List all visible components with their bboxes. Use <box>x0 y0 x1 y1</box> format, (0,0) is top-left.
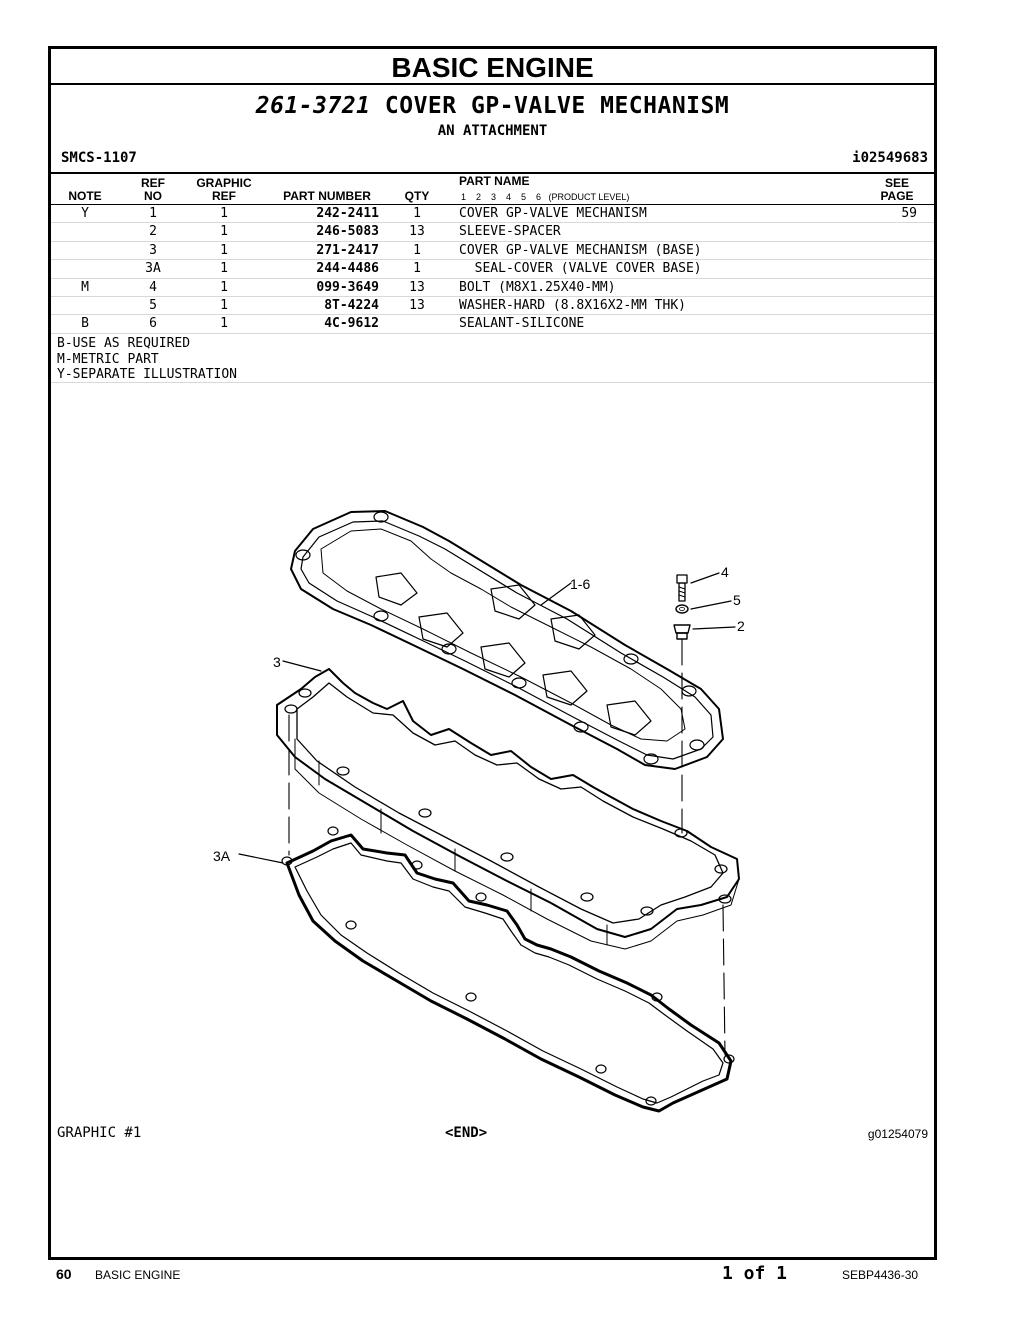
cell-part-name: WASHER-HARD (8.8X16X2-MM THK) <box>459 297 686 313</box>
group-header: 261-3721 COVER GP-VALVE MECHANISM <box>51 93 934 119</box>
group-part-number: 261-3721 <box>255 93 371 119</box>
cell-part-name: BOLT (M8X1.25X40-MM) <box>459 279 616 295</box>
cell-graphic-ref: 1 <box>220 297 228 313</box>
cell-part-name: COVER GP-VALVE MECHANISM <box>459 206 647 221</box>
col-see-page-2: PAGE <box>880 189 914 203</box>
seal-drawing <box>281 826 735 1113</box>
cell-graphic-ref: 1 <box>220 224 228 240</box>
note-line: M-METRIC PART <box>57 351 159 367</box>
table-row: Y 1 1 242-2411 1 COVER GP-VALVE MECHANISM 59 <box>51 205 934 224</box>
parts-table-header: NOTE REF NO GRAPHIC REF PART NUMBER QTY … <box>51 174 934 205</box>
cell-ref-no: 5 <box>149 297 157 313</box>
graphic-label: GRAPHIC #1 <box>57 1125 142 1141</box>
cell-graphic-ref: 1 <box>220 316 228 332</box>
table-row: B 6 1 4C-9612 SEALANT-SILICONE <box>51 315 934 334</box>
graphic-number: g01254079 <box>867 1127 928 1141</box>
notes-block: B-USE AS REQUIRED M-METRIC PART Y-SEPARA… <box>57 336 237 383</box>
table-row: 3A 1 244-4486 1 SEAL-COVER (VALVE COVER BAS… <box>51 260 934 279</box>
cell-ref-no: 6 <box>149 316 157 332</box>
table-row: M 4 1 099-3649 13 BOLT (M8X1.25X40-MM) <box>51 279 934 297</box>
cell-part-number: 244-4486 <box>316 261 379 277</box>
cell-ref-no: 3A <box>145 261 161 277</box>
cell-qty: 13 <box>409 224 425 240</box>
cell-part-name: COVER GP-VALVE MECHANISM (BASE) <box>459 242 702 258</box>
group-subtitle: AN ATTACHMENT <box>437 123 548 139</box>
footer-page-of: 1 of 1 <box>722 1263 788 1284</box>
callout-4: 4 <box>721 564 729 580</box>
footer-page-number: 60 <box>56 1266 72 1282</box>
group-part-name: COVER GP-VALVE MECHANISM <box>384 93 730 119</box>
cell-ref-no: 4 <box>149 279 157 295</box>
col-note: NOTE <box>68 189 102 203</box>
alignment-lines <box>288 638 726 1056</box>
page-frame: BASIC ENGINE 261-3721 COVER GP-VALVE MEC… <box>48 46 937 1260</box>
cell-part-number: 271-2417 <box>316 242 379 258</box>
callout-1-6: 1-6 <box>570 576 590 592</box>
cell-ref-no: 3 <box>149 242 157 258</box>
col-product-level: 1 2 3 4 5 6 (PRODUCT LEVEL) <box>461 192 630 202</box>
illustration-id: i02549683 <box>852 150 928 166</box>
notes-divider <box>51 382 934 383</box>
callout-3: 3 <box>273 654 281 670</box>
valve-cover-drawing <box>290 510 724 770</box>
callout-2: 2 <box>737 618 745 634</box>
cell-see-page: 59 <box>901 206 917 221</box>
cell-part-number: 099-3649 <box>316 279 379 295</box>
cell-note: M <box>81 279 89 295</box>
parts-table: NOTE REF NO GRAPHIC REF PART NUMBER QTY … <box>51 172 934 334</box>
cell-ref-no: 1 <box>149 206 157 221</box>
cell-part-name: SLEEVE-SPACER <box>459 224 561 240</box>
cell-graphic-ref: 1 <box>220 261 228 277</box>
callout-3a: 3A <box>213 848 231 864</box>
cell-qty: 1 <box>413 206 421 221</box>
col-ref-no-1: REF <box>141 176 165 190</box>
col-part-name: PART NAME <box>459 174 530 188</box>
cell-graphic-ref: 1 <box>220 279 228 295</box>
col-see-page-1: SEE <box>884 176 909 190</box>
cell-graphic-ref: 1 <box>220 242 228 258</box>
note-line: Y-SEPARATE ILLUSTRATION <box>57 367 238 382</box>
cell-qty: 1 <box>413 242 421 258</box>
cell-part-name: SEAL-COVER (VALVE COVER BASE) <box>459 261 702 277</box>
cell-qty: 13 <box>409 297 425 313</box>
cell-qty: 1 <box>413 261 421 277</box>
col-ref-no-2: NO <box>144 189 162 203</box>
cell-graphic-ref: 1 <box>220 206 228 221</box>
end-marker: <END> <box>445 1125 488 1141</box>
col-qty: QTY <box>404 189 430 203</box>
table-row: 5 1 8T-4224 13 WASHER-HARD (8.8X16X2-MM THK) <box>51 297 934 316</box>
callout-5: 5 <box>733 592 741 608</box>
cell-note: B <box>81 316 89 332</box>
footer-doc-number: SEBP4436-30 <box>842 1268 919 1282</box>
note-line: B-USE AS REQUIRED <box>57 336 191 351</box>
col-part-number: PART NUMBER <box>283 189 371 203</box>
cell-ref-no: 2 <box>149 224 157 240</box>
cell-part-number: 242-2411 <box>316 206 379 221</box>
cell-part-number: 4C-9612 <box>324 316 379 332</box>
cell-part-name: SEALANT-SILICONE <box>459 316 585 332</box>
fastener-stack-drawing <box>673 574 691 640</box>
cell-part-number: 246-5083 <box>316 224 379 240</box>
col-graphic-ref-2: REF <box>212 189 236 203</box>
cell-note: Y <box>81 206 89 221</box>
cell-part-number: 8T-4224 <box>324 297 379 313</box>
smcs-code: SMCS-1107 <box>61 150 137 166</box>
section-title: BASIC ENGINE <box>51 49 934 85</box>
parts-table-body: Y 1 1 242-2411 1 COVER GP-VALVE MECHANISM 59 2 1… <box>51 205 934 334</box>
callout-leaders <box>238 572 736 864</box>
footer-section: BASIC ENGINE <box>95 1268 181 1282</box>
valve-cover-base-drawing <box>276 668 740 950</box>
table-row: 2 1 246-5083 13 SLEEVE-SPACER <box>51 223 934 242</box>
exploded-illustration: 1-6 4 5 2 3 3A <box>213 510 745 1113</box>
table-row: 3 1 271-2417 1 COVER GP-VALVE MECHANISM (BAS… <box>51 242 934 261</box>
col-graphic-ref-1: GRAPHIC <box>196 176 252 190</box>
cell-qty: 13 <box>409 279 425 295</box>
